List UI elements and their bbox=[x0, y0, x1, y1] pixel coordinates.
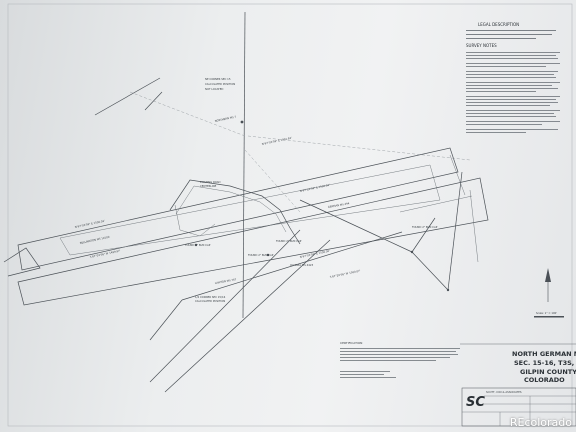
claim-spur-left bbox=[3, 247, 41, 277]
claim-line-6 bbox=[411, 251, 449, 291]
claim-line-5 bbox=[299, 199, 413, 253]
claim-strip-lower bbox=[17, 177, 489, 306]
label-calculated-position: CALCULATED POSITION bbox=[205, 82, 235, 86]
claim-tie-right-1 bbox=[399, 195, 473, 213]
title-line-1: NORTH GERMAN MS 1 bbox=[512, 350, 576, 358]
bearing-1: N 67°03'56" E 1001.63' bbox=[261, 136, 292, 146]
bearing-4: S 67°03'56" W 1499.97' bbox=[89, 249, 121, 259]
legal-description-text bbox=[466, 30, 556, 39]
label-found-cap-3: FOUND 2" BLM CAP bbox=[276, 239, 302, 243]
claim-line-8 bbox=[411, 217, 436, 253]
section-line bbox=[242, 11, 246, 319]
bearing-5: N 67°03'56" E 1500.00' bbox=[299, 249, 330, 259]
label-centerline: CENTERLINE bbox=[200, 184, 217, 188]
north-arrow-icon bbox=[545, 268, 551, 302]
bearing-2: N 67°20'56" E 1500.02' bbox=[299, 183, 330, 193]
claim-strip-upper bbox=[17, 147, 459, 271]
claim-line-diagonal-1 bbox=[149, 229, 301, 383]
label-lawton: LAWTON MS 747 bbox=[214, 277, 236, 285]
title-line-4: COLORADO bbox=[524, 376, 565, 384]
corner-monument-5 bbox=[446, 288, 450, 292]
claim-line-3 bbox=[181, 231, 403, 301]
claim-tie-right-2 bbox=[469, 189, 479, 263]
corner-monument-2 bbox=[194, 243, 198, 247]
title-block: NORTH GERMAN MS 1 SEC. 15-16, T3S, R73W,… bbox=[460, 343, 576, 427]
tie-line-2 bbox=[247, 135, 471, 161]
road-line-1 bbox=[94, 77, 161, 116]
certification-text bbox=[340, 348, 460, 378]
watermark: REcolorado bbox=[509, 416, 572, 429]
label-german: GERMAN MS 494 bbox=[327, 201, 350, 209]
bearing-6: S 67°20'56" W 1500.07' bbox=[329, 269, 361, 279]
bearing-3: N 67°03'56" E 1500.02' bbox=[74, 219, 105, 229]
legal-description-heading: LEGAL DESCRIPTION bbox=[478, 22, 519, 27]
certification-heading: CERTIFICATION bbox=[340, 341, 362, 345]
title-line-3: GILPIN COUNTY bbox=[520, 368, 576, 376]
label-existing-road: EXISTING ROAD bbox=[200, 180, 221, 184]
survey-notes-text bbox=[466, 52, 560, 133]
claim-line-diagonal-2 bbox=[164, 239, 331, 393]
corner-monument-3 bbox=[266, 253, 270, 257]
claim-line-7 bbox=[447, 171, 463, 291]
label-found-cap-1: FOUND 2" BLM CAP bbox=[185, 243, 211, 247]
label-quarter-corner: 1/4 CORNER SEC 15/16 bbox=[195, 295, 226, 299]
corner-monument-1 bbox=[240, 120, 244, 124]
label-bellington: BELLINGTON MS 19100 bbox=[79, 235, 110, 245]
claim-line-4 bbox=[149, 299, 183, 341]
existing-road-centerline bbox=[169, 179, 301, 245]
label-olympia: OLYMPIA MS 4423 bbox=[290, 263, 314, 267]
tie-line-3 bbox=[244, 149, 301, 213]
sheet-border bbox=[7, 3, 573, 427]
existing-road-edge bbox=[175, 185, 287, 233]
claim-strip-inner bbox=[59, 164, 441, 256]
label-found-cap-4: FOUND 2" BLM CAP bbox=[412, 225, 438, 229]
tie-line-1 bbox=[129, 91, 246, 137]
label-found-cap-2: FOUND 2" BLM CAP bbox=[248, 253, 274, 257]
claim-tie-right-3 bbox=[449, 154, 466, 196]
survey-notes-heading: SURVEY NOTES bbox=[466, 43, 497, 48]
label-ne-corner: NE CORNER SEC 15 bbox=[205, 77, 231, 81]
title-line-2: SEC. 15-16, T3S, R73W, 6 bbox=[514, 359, 576, 367]
label-quarter-corner-position: CALCULATED POSITION bbox=[195, 299, 225, 303]
label-not-located: NOT LOCATED bbox=[205, 87, 223, 91]
creek-line bbox=[174, 204, 216, 237]
firm-logo: SC bbox=[466, 395, 485, 410]
scale-label: Scale: 1" = 100' bbox=[536, 311, 557, 315]
firm-name: SCOTT, COX & ASSOCIATES bbox=[486, 390, 522, 394]
label-northern: NORTHERN MS 7 bbox=[214, 114, 236, 122]
scale-bar bbox=[534, 316, 564, 318]
corner-monument-4 bbox=[410, 250, 414, 254]
